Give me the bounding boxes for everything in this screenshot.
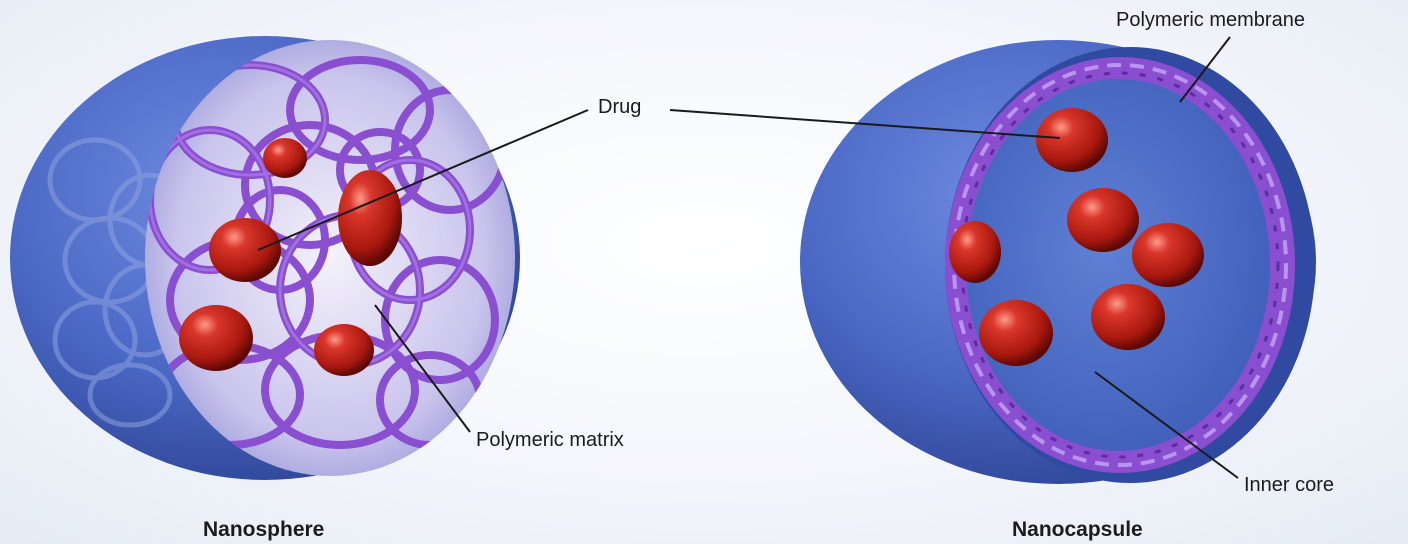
drug-particle	[1067, 188, 1139, 252]
caption-nanosphere: Nanosphere	[203, 518, 324, 542]
nanosphere	[10, 36, 520, 480]
nanosphere-cut-face	[145, 40, 515, 476]
label-inner-core: Inner core	[1244, 474, 1334, 497]
drug-particle	[949, 221, 1001, 283]
drug-particle	[979, 300, 1053, 366]
drug-particle	[263, 138, 307, 178]
drug-particle	[1036, 108, 1108, 172]
label-polymeric-membrane: Polymeric membrane	[1116, 9, 1305, 32]
caption-nanocapsule: Nanocapsule	[1012, 518, 1143, 542]
drug-particle	[1091, 284, 1165, 350]
drug-particle	[209, 218, 281, 282]
nanocapsule	[800, 40, 1316, 484]
drug-particle	[1132, 223, 1204, 287]
label-polymeric-matrix: Polymeric matrix	[476, 429, 624, 452]
drug-particle	[338, 170, 402, 266]
drug-particle	[314, 324, 374, 376]
drug-particle	[179, 305, 253, 371]
label-drug: Drug	[598, 96, 641, 119]
